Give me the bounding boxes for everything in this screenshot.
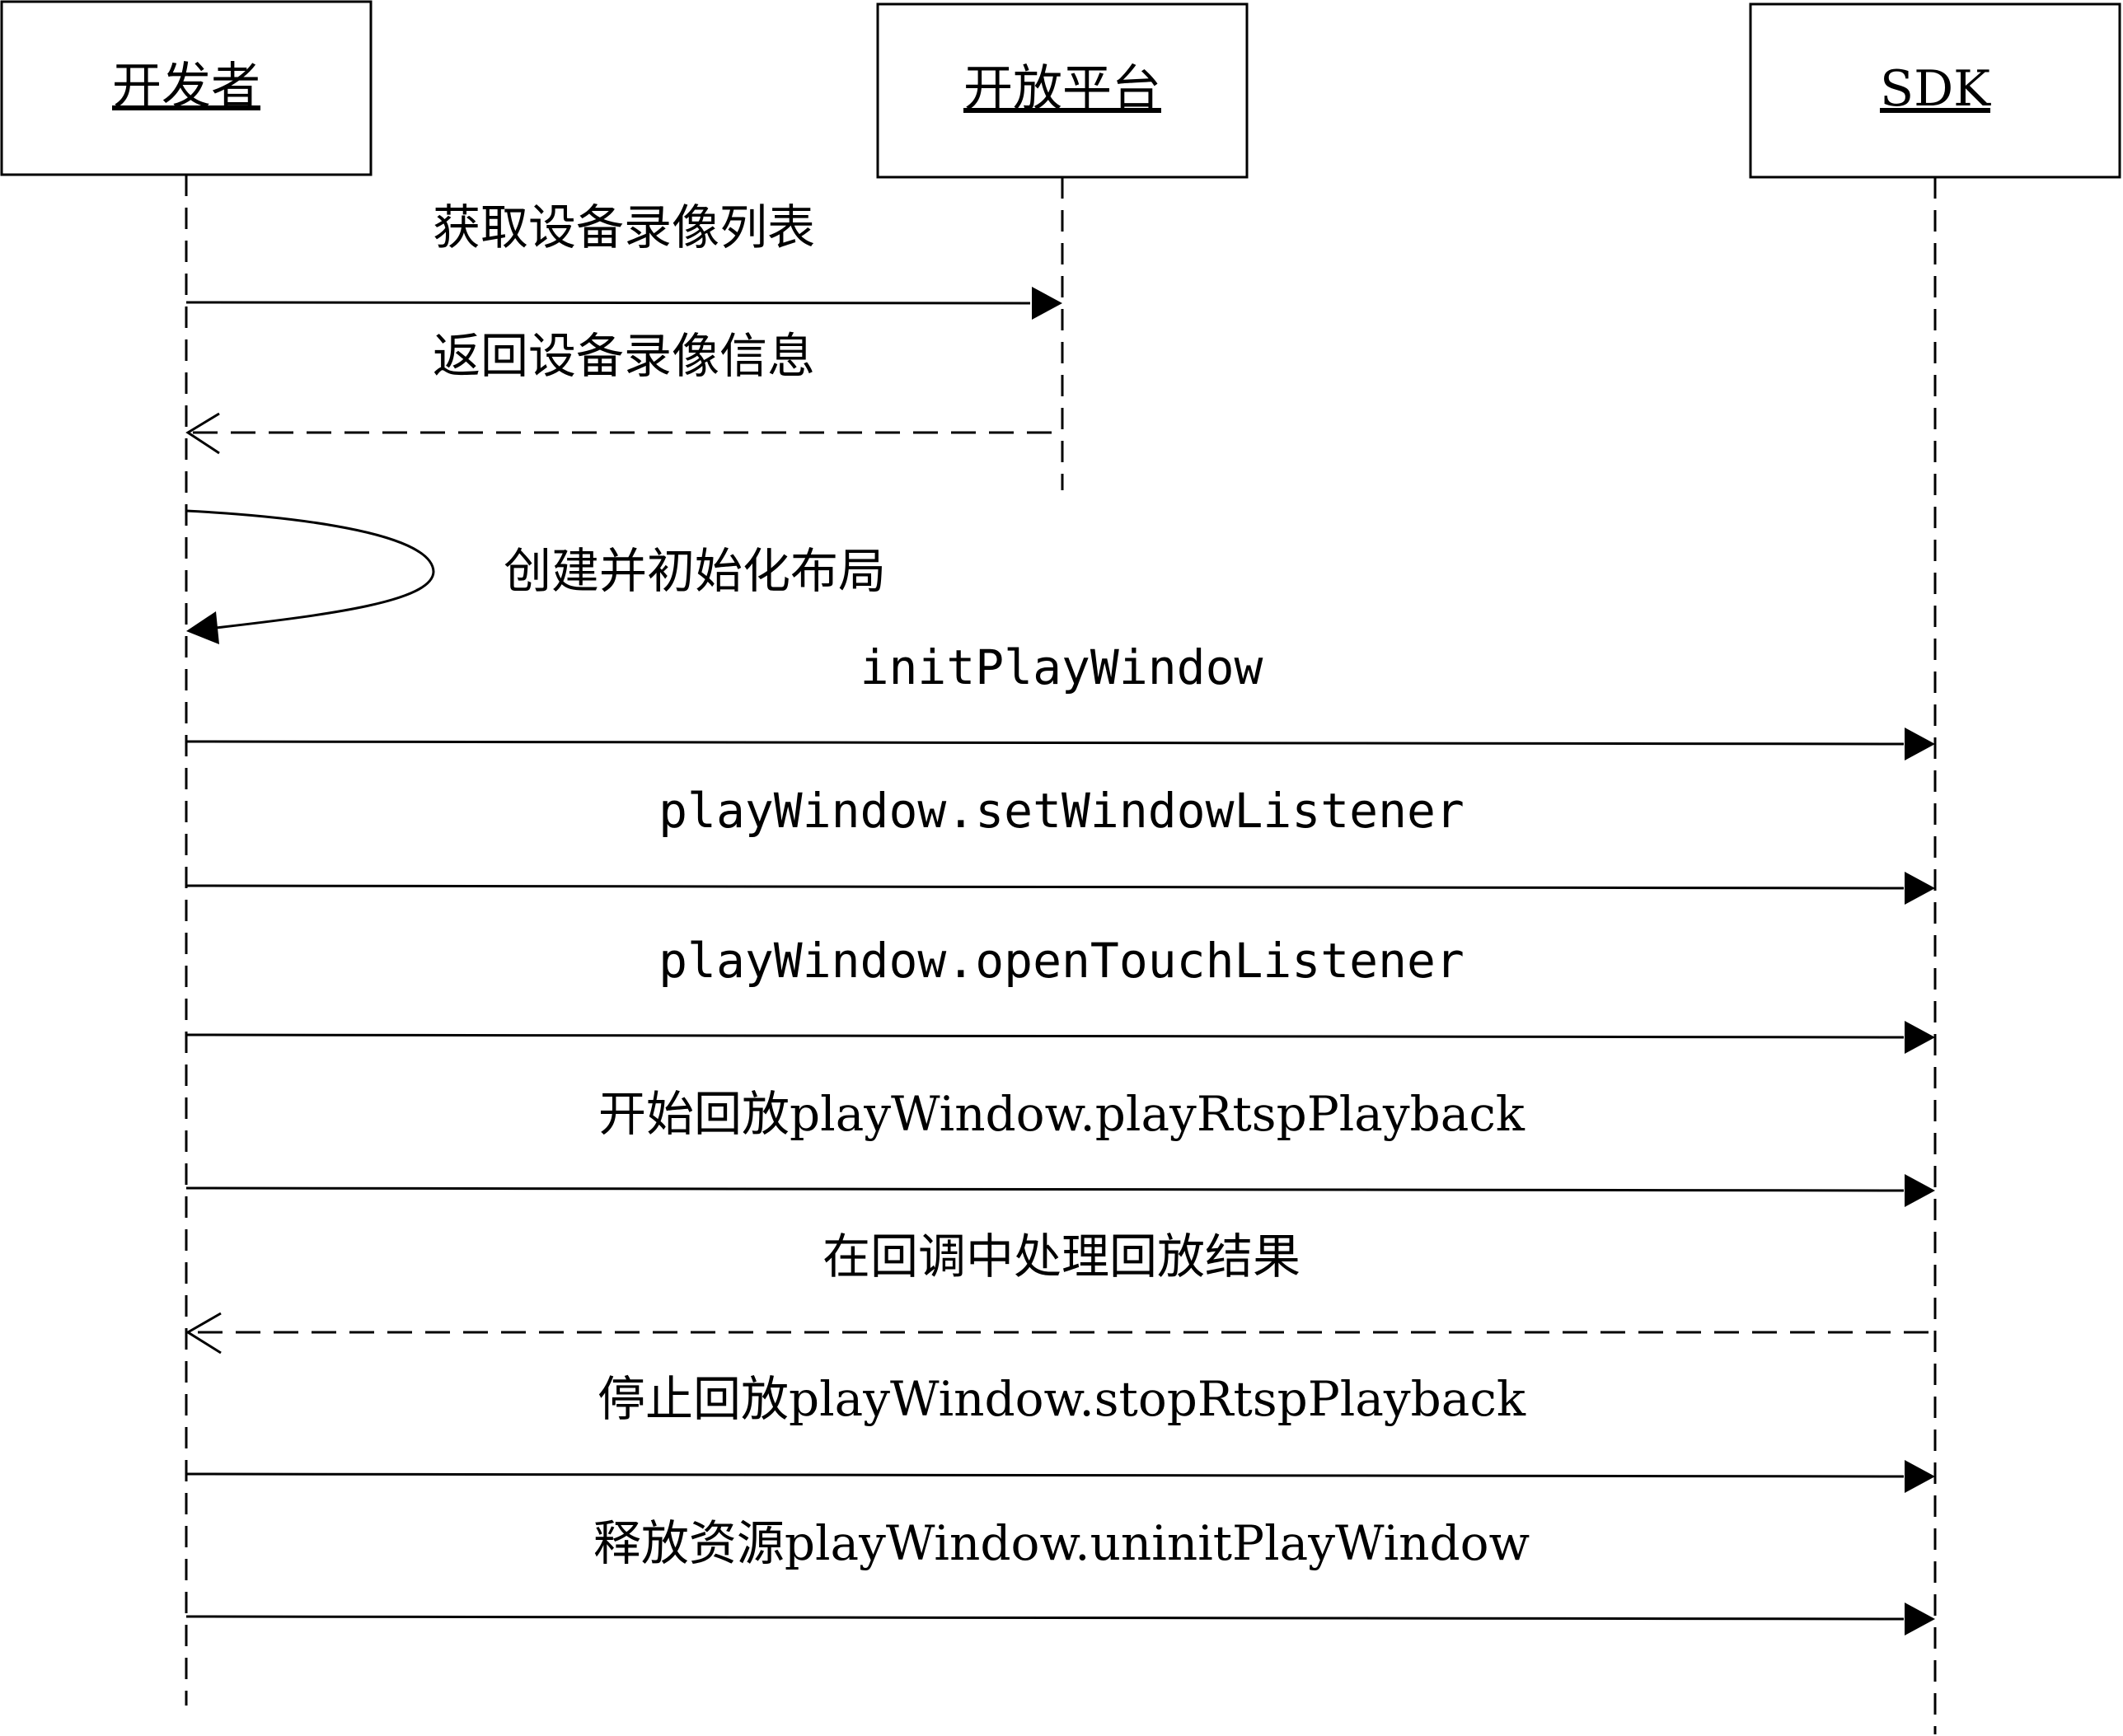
message-set-window-listener: playWindow.setWindowListener: [185, 783, 1935, 905]
message-label: 创建并初始化布局: [504, 543, 886, 599]
arrowhead-filled: [1905, 1174, 1935, 1207]
message-label: 返回设备录像信息: [433, 328, 815, 384]
actor-platform: 开放平台: [876, 2, 1249, 179]
message-label: playWindow.openTouchListener: [658, 933, 1465, 989]
message-label: 释放资源playWindow.uninitPlayWindow: [593, 1515, 1530, 1571]
message-self-init-layout: 创建并初始化布局: [185, 509, 886, 644]
arrowhead-filled: [1905, 1460, 1935, 1493]
message-return-record-info: 返回设备录像信息: [185, 328, 1052, 455]
message-label: 获取设备录像列表: [433, 199, 815, 255]
actor-platform-label: 开放平台: [963, 60, 1161, 118]
actor-developer: 开发者: [0, 0, 373, 176]
message-label: 停止回放playWindow.stopRtspPlayback: [598, 1371, 1526, 1427]
actor-sdk-label: SDK: [1880, 60, 1991, 118]
message-label: 在回调中处理回放结果: [822, 1228, 1301, 1284]
message-stop-rtsp-playback: 停止回放playWindow.stopRtspPlayback: [185, 1371, 1935, 1493]
message-label: playWindow.setWindowListener: [658, 783, 1465, 839]
message-open-touch-listener: playWindow.openTouchListener: [185, 933, 1935, 1054]
arrowhead-filled: [1032, 287, 1062, 320]
message-callback-result: 在回调中处理回放结果: [185, 1228, 1929, 1355]
arrowhead-filled: [1905, 872, 1935, 905]
message-label: initPlayWindow: [860, 639, 1263, 695]
message-init-play-window: initPlayWindow: [185, 639, 1935, 760]
message-label: 开始回放playWindow.playRtspPlayback: [598, 1086, 1525, 1142]
message-play-rtsp-playback: 开始回放playWindow.playRtspPlayback: [185, 1086, 1935, 1207]
arrowhead-filled: [186, 611, 219, 644]
actor-developer-label: 开发者: [112, 58, 260, 115]
arrowhead-filled: [1905, 1603, 1935, 1635]
arrowhead-filled: [1905, 1021, 1935, 1054]
message-uninit-play-window: 释放资源playWindow.uninitPlayWindow: [185, 1515, 1935, 1635]
actor-sdk: SDK: [1749, 2, 2121, 179]
arrowhead-filled: [1905, 728, 1935, 760]
arrowhead-open: [185, 1312, 222, 1355]
message-get-record-list: 获取设备录像列表: [185, 199, 1062, 320]
arrowhead-open: [185, 412, 220, 455]
